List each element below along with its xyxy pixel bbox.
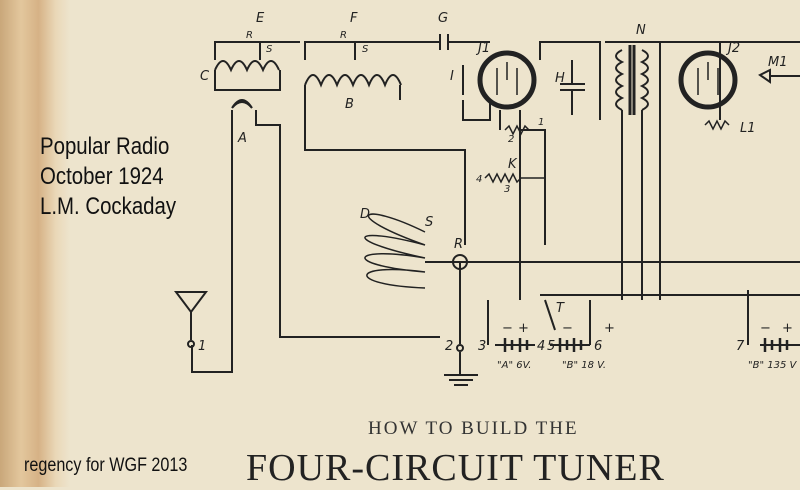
battery-b18-label: "B" 18 V. [562,360,606,371]
battery-b135-label: "B" 135 V [748,360,798,371]
plus-sign: + [518,321,529,336]
label-k: K [508,157,518,172]
label-t: T [556,301,565,316]
rheostat-l1 [704,119,730,131]
label-b: B [345,97,354,112]
capacitor-h [560,60,585,115]
rheostat-k [484,172,545,184]
label-1: 1 [538,117,544,128]
plus-sign: + [782,321,793,336]
caption-publication: Popular Radio [40,133,170,160]
terminal-label-6: 6 [594,339,602,354]
capacitor-g [439,34,449,50]
terminal-label-7: 7 [736,339,745,354]
wire [499,41,601,300]
coil-c [214,60,280,73]
wire [214,70,281,91]
wire [191,110,440,373]
terminal-label-5: 5 [547,339,555,354]
source-caption: Popular Radio October 1924 L.M. Cockaday [40,132,176,222]
battery-a-label: "A" 6V. [497,360,531,371]
antenna-icon [174,291,208,340]
page-edge [0,0,70,487]
label-e: E [256,11,265,26]
wire [605,41,800,300]
battery-wires [487,300,800,346]
coil-b [304,74,402,88]
label-j1: J1 [475,41,490,56]
terminal-label-1: 1 [198,339,206,354]
minus-sign: − [760,321,771,336]
label-j2: J2 [725,41,740,56]
tube-j1 [477,50,537,110]
coil-d [364,213,426,289]
label-g: G [438,11,448,26]
label-h: H [555,71,565,86]
switch-t [544,299,556,331]
terminal-label-2: 2 [445,339,453,354]
label-r: R [340,30,347,41]
wire [425,261,800,345]
credit-text: regency for WGF 2013 [24,455,188,476]
terminal-1 [187,340,195,348]
terminal-label-3: 3 [478,339,486,354]
resistor-i [462,65,491,121]
label-s: S [266,44,273,55]
label-i: I [450,69,454,84]
wire [214,41,300,60]
terminal-label-4: 4 [537,339,545,354]
label-s: S [425,215,433,230]
label-4: 4 [476,174,482,185]
plus-sign: + [604,321,615,336]
transformer-n [615,49,649,111]
wire [304,41,490,60]
label-m1: M1 [768,55,788,70]
label-l1: L1 [740,121,756,136]
minus-sign: − [502,321,513,336]
label-c: C [200,69,210,84]
heading-title: FOUR-CIRCUIT TUNER [246,447,665,489]
wire [304,85,466,245]
heading-kicker: HOW TO BUILD THE [368,418,579,439]
minus-sign: − [562,321,573,336]
rheostat-2 [504,124,530,136]
tube-j2 [678,50,738,110]
ground-icon [444,262,478,386]
label-r: R [246,30,253,41]
label-s: S [362,44,369,55]
battery-cells [503,338,789,352]
caption-date: October 1924 [40,163,164,190]
label-3: 3 [504,184,510,195]
label-f: F [350,11,358,26]
phones-m1 [758,68,800,84]
label-r: R [454,237,463,252]
coil-a [231,99,253,109]
label-n: N [636,23,646,38]
label-2: 2 [508,134,514,145]
label-d: D [360,207,370,222]
caption-author: L.M. Cockaday [40,193,177,220]
label-a: A [237,131,247,146]
